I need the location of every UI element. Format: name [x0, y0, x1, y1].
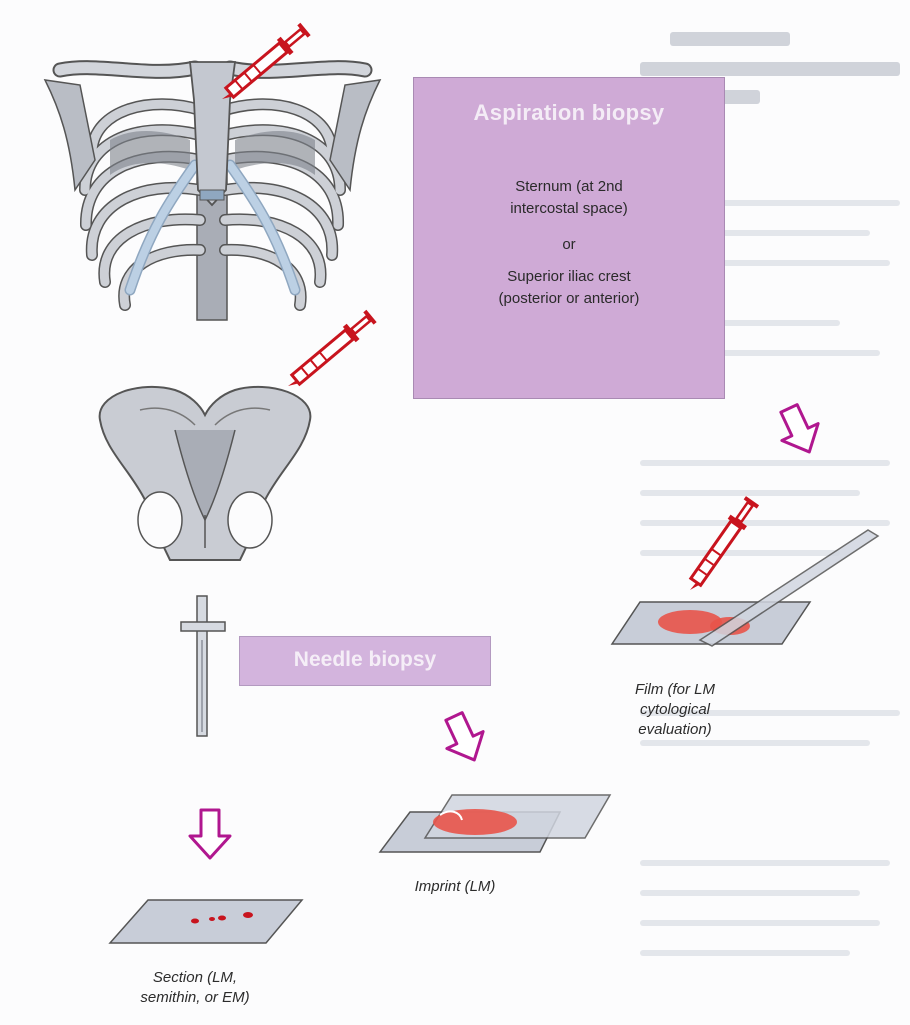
section-caption-line1: Section (LM, [110, 968, 280, 988]
pelvis-illustration [100, 387, 311, 560]
syringe-icon [288, 308, 378, 387]
glass-slide-icon [380, 795, 610, 852]
site-sternum-line2: intercostal space) [414, 198, 724, 220]
needle-title: Needle biopsy [240, 648, 490, 672]
down-arrow-icon [771, 400, 828, 460]
film-caption-line1: Film (for LM [600, 680, 750, 700]
aspiration-title: Aspiration biopsy [414, 100, 724, 126]
film-caption: Film (for LM cytological evaluation) [600, 680, 750, 740]
down-arrow-icon [190, 810, 230, 858]
imprint-caption: Imprint (LM) [375, 877, 535, 897]
section-caption: Section (LM, semithin, or EM) [110, 968, 280, 1008]
or-label: or [414, 234, 724, 256]
film-caption-line3: evaluation) [600, 720, 750, 740]
glass-slide-icon [612, 530, 878, 646]
glass-slide-icon [110, 900, 302, 943]
syringe-icon [222, 21, 312, 100]
section-caption-line2: semithin, or EM) [110, 988, 280, 1008]
syringe-icon [670, 492, 777, 592]
needle-biopsy-box: Needle biopsy [239, 636, 491, 686]
site-iliac-line1: Superior iliac crest [414, 266, 724, 288]
biopsy-needle-icon [181, 596, 225, 736]
aspiration-biopsy-box: Aspiration biopsy Sternum (at 2nd interc… [413, 77, 725, 399]
ribcage-illustration [45, 62, 380, 320]
down-arrow-icon [436, 708, 493, 768]
site-iliac-line2: (posterior or anterior) [414, 288, 724, 310]
film-caption-line2: cytological [600, 700, 750, 720]
site-sternum-line1: Sternum (at 2nd [414, 176, 724, 198]
